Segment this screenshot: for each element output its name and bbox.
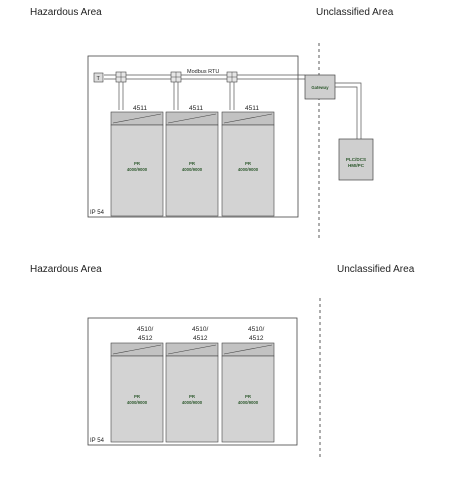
module-3: 4511 PR 4000/9000 — [221, 105, 275, 217]
module-tag: 4511 — [189, 105, 203, 112]
ip-rating-label: IP 54 — [90, 438, 105, 444]
module-tag-line2: 4512 — [193, 335, 208, 342]
module-label-line2: 4000/9000 — [182, 400, 203, 405]
connector-1 — [115, 71, 127, 110]
gateway-label: Gateway — [311, 85, 329, 90]
module-tag: 4511 — [245, 105, 259, 112]
module-tag: 4511 — [133, 105, 147, 112]
plc-dcs-box — [338, 138, 374, 181]
module-1: 4510/ 4512 PR 4000/9000 — [110, 326, 164, 443]
module-label-line1: PR — [245, 394, 252, 399]
connector-2 — [170, 71, 182, 110]
module-tag-line2: 4512 — [138, 335, 153, 342]
module-label-line1: PR — [189, 394, 196, 399]
connector-3 — [226, 71, 238, 110]
bus-label: Modbus RTU — [187, 69, 219, 75]
unclassified-area-label: Unclassified Area — [316, 7, 394, 18]
module-2: 4511 PR 4000/9000 — [165, 105, 219, 217]
terminator — [93, 72, 104, 83]
terminator-label: T — [97, 76, 101, 82]
unclassified-area-label: Unclassified Area — [337, 264, 415, 275]
module-label-line1: PR — [189, 161, 196, 166]
plc-label-line1: PLC/DCS — [346, 157, 366, 162]
hazardous-area-label: Hazardous Area — [30, 7, 102, 18]
plc-label-line2: HMI/PC — [348, 163, 365, 168]
module-3: 4510/ 4512 PR 4000/9000 — [221, 326, 275, 443]
module-label-line2: 4000/9000 — [238, 167, 259, 172]
gateway-plc-cable — [335, 82, 362, 139]
module-1: 4511 PR 4000/9000 — [110, 105, 164, 217]
module-tag-line2: 4512 — [249, 335, 264, 342]
module-label-line2: 4000/9000 — [182, 167, 203, 172]
module-label-line1: PR — [134, 161, 141, 166]
module-label-line1: PR — [245, 161, 252, 166]
module-tag-line1: 4510/ — [137, 326, 153, 333]
gateway — [304, 74, 336, 100]
ip-rating-label: IP 54 — [90, 210, 105, 216]
module-label-line2: 4000/9000 — [127, 400, 148, 405]
module-label-line2: 4000/9000 — [127, 167, 148, 172]
module-tag-line1: 4510/ — [192, 326, 208, 333]
diagram-top: Hazardous Area Unclassified Area IP 54 M… — [30, 7, 394, 240]
module-label-line2: 4000/9000 — [238, 400, 259, 405]
diagram-bottom: Hazardous Area Unclassified Area IP 54 4… — [30, 264, 415, 458]
module-2: 4510/ 4512 PR 4000/9000 — [165, 326, 219, 443]
hazardous-area-label: Hazardous Area — [30, 264, 102, 275]
module-tag-line1: 4510/ — [248, 326, 264, 333]
module-label-line1: PR — [134, 394, 141, 399]
modbus-bus — [104, 74, 305, 80]
